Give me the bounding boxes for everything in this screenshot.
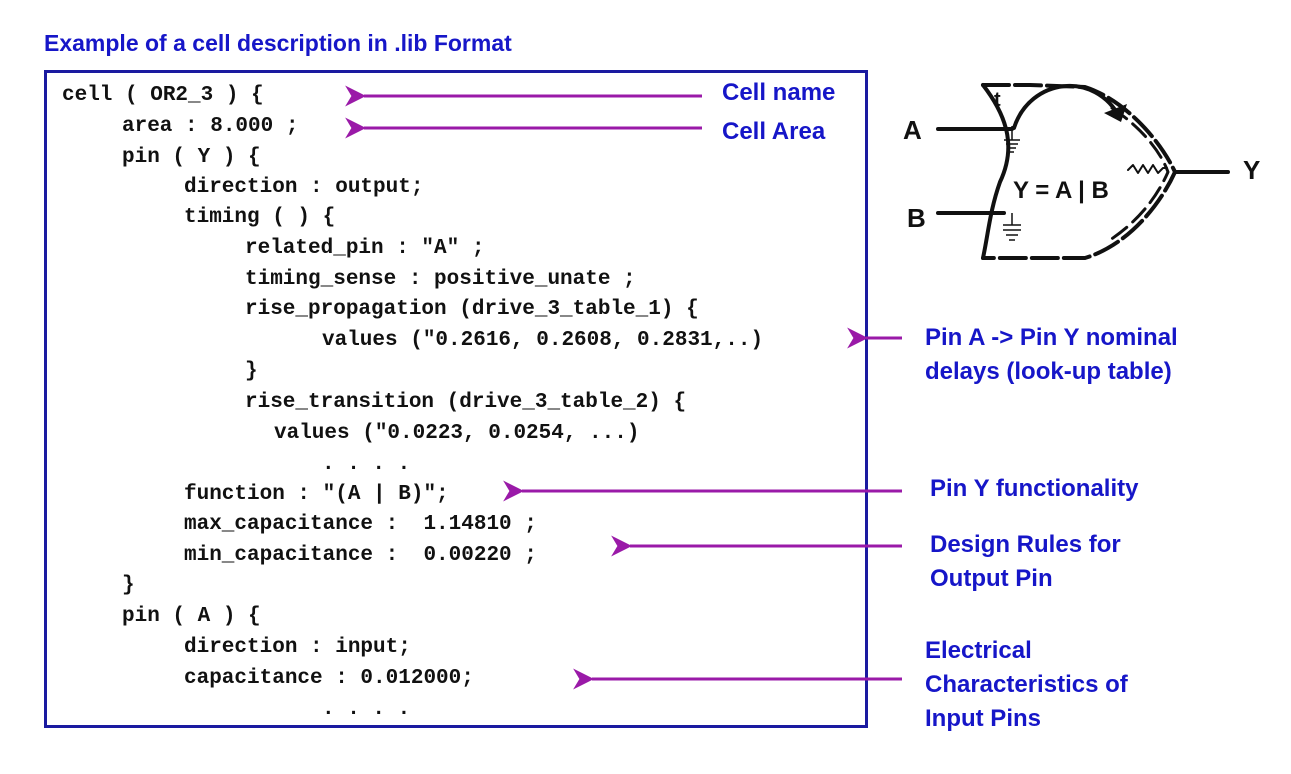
code-line-pin-a: pin ( A ) { (122, 605, 261, 628)
annotation-cell-name: Cell name (722, 79, 836, 106)
code-box (44, 70, 868, 728)
code-line-area: area : 8.000 ; (122, 115, 299, 138)
annotation-elec-line2: Characteristics of (925, 671, 1128, 698)
resistor-icon (1127, 164, 1168, 174)
annotation-rules-line2: Output Pin (930, 565, 1053, 592)
code-line-capacitance: capacitance : 0.012000; (184, 667, 474, 690)
code-line-close-brace-1: } (245, 360, 258, 383)
code-line-direction-input: direction : input; (184, 636, 411, 659)
code-line-direction-output: direction : output; (184, 176, 424, 199)
code-line-min-capacitance: min_capacitance : 0.00220 ; (184, 544, 537, 567)
timing-arc (1012, 84, 1122, 130)
gate-output-y-label: Y (1243, 155, 1260, 185)
code-line-function: function : "(A | B)"; (184, 483, 449, 506)
code-line-ellipsis-1: . . . . (322, 453, 411, 476)
annotation-elec-line3: Input Pins (925, 705, 1041, 732)
gate-input-b-label: B (907, 203, 926, 233)
code-line-ellipsis-2: . . . . (322, 698, 411, 721)
gate-equation-label: Y = A | B (1013, 177, 1109, 204)
gate-input-a-label: A (903, 115, 922, 145)
or-gate-back-curve (981, 83, 1011, 260)
timing-arc-arrowhead-icon (1104, 104, 1127, 122)
or-gate-inner-outline (1108, 106, 1170, 242)
or-gate (936, 83, 1230, 260)
capacitor-a-icon (1004, 126, 1020, 153)
code-line-timing: timing ( ) { (184, 206, 336, 229)
code-line-rise-transition: rise_transition (drive_3_table_2) { (245, 391, 687, 414)
annotation-cell-area: Cell Area (722, 118, 826, 145)
code-line-values-2: values ("0.0223, 0.0254, ...) (274, 422, 640, 445)
annotation-delays-line2: delays (look-up table) (925, 358, 1172, 385)
code-line-related-pin: related_pin : "A" ; (245, 237, 485, 260)
code-line-rise-propagation: rise_propagation (drive_3_table_1) { (245, 298, 699, 321)
annotation-elec-line1: Electrical (925, 637, 1032, 664)
code-line-pin-y: pin ( Y ) { (122, 146, 261, 169)
annotation-rules-line1: Design Rules for (930, 531, 1121, 558)
code-line-max-capacitance: max_capacitance : 1.14810 ; (184, 513, 537, 536)
annotation-arrows (345, 85, 902, 690)
code-line-timing-sense: timing_sense : positive_unate ; (245, 268, 636, 291)
gate-t-label: t (994, 89, 1001, 111)
page-title: Example of a cell description in .lib Fo… (44, 30, 512, 56)
code-line-cell: cell ( OR2_3 ) { (62, 84, 264, 107)
annotation-functionality: Pin Y functionality (930, 475, 1139, 502)
capacitor-b-icon (1003, 213, 1021, 241)
code-line-values-1: values ("0.2616, 0.2608, 0.2831,..) (322, 329, 764, 352)
code-line-close-brace-2: } (122, 574, 135, 597)
annotation-delays-line1: Pin A -> Pin Y nominal (925, 324, 1178, 351)
